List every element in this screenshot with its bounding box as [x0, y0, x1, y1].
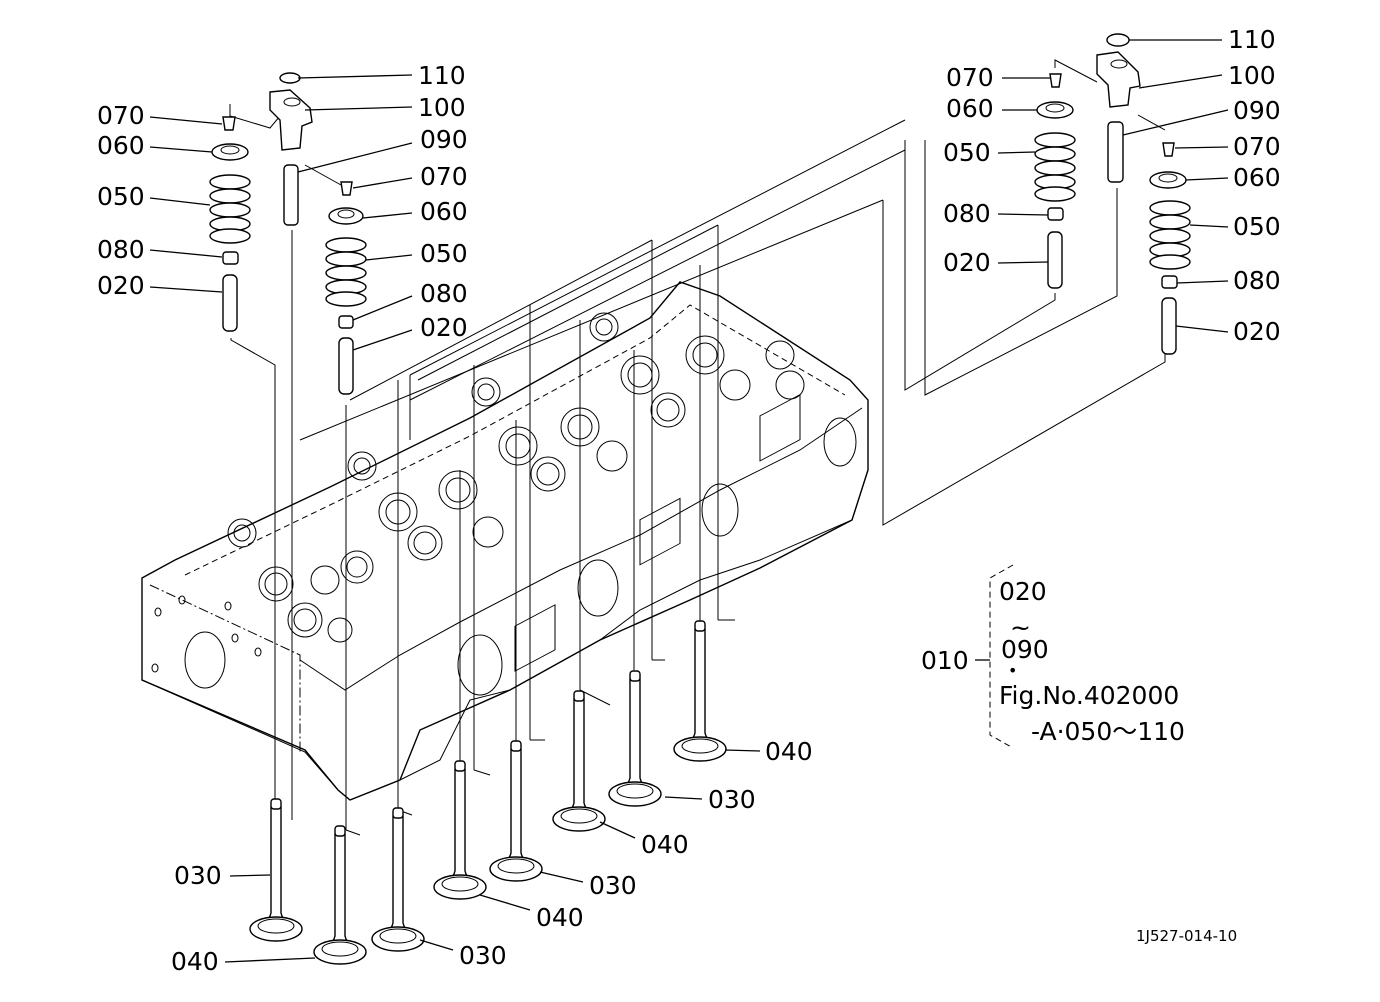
part-100-valve-bridge — [269, 89, 313, 151]
callout-label-060: 060 — [420, 197, 468, 226]
valve — [673, 620, 727, 762]
valve — [313, 825, 367, 965]
callout-label-050: 050 — [943, 138, 991, 167]
callout-label-020: 020 — [1233, 317, 1281, 346]
callout-label-070: 070 — [1233, 132, 1281, 161]
callout-label-020: 020 — [420, 313, 468, 342]
callout-label-080: 080 — [97, 235, 145, 264]
assembly-range-end: 090 — [1001, 635, 1049, 664]
callout-label-070: 070 — [97, 101, 145, 130]
assembly-bullet: • — [1008, 661, 1017, 680]
part-110-cap — [279, 72, 301, 84]
part-090-rod — [283, 164, 299, 226]
callout-label-020: 020 — [97, 271, 145, 300]
part-070-collet — [222, 116, 236, 131]
valve — [489, 740, 543, 882]
valves — [249, 620, 727, 965]
assembly-note: 010 020 ~ 090 • Fig.No.402000 -A·050～110 — [921, 564, 1185, 749]
callout-label-100: 100 — [1228, 61, 1276, 90]
figure-reference-code: 1J527-014-10 — [1136, 927, 1237, 945]
assembly-fig-reference: Fig.No.402000 — [999, 681, 1179, 710]
callout-label-050: 050 — [97, 182, 145, 211]
valve — [371, 807, 425, 952]
valve — [552, 690, 606, 832]
callout-label-060: 060 — [1233, 163, 1281, 192]
callout-label-050: 050 — [1233, 212, 1281, 241]
callout-label-090: 090 — [1233, 96, 1281, 125]
callout-label-110: 110 — [1228, 25, 1276, 54]
callout-label-030: 030 — [589, 871, 637, 900]
callout-label-040: 040 — [171, 947, 219, 976]
cylinder-head — [141, 281, 869, 801]
callout-label-040: 040 — [641, 830, 689, 859]
callout-label-040: 040 — [536, 903, 584, 932]
valve-train-left — [209, 72, 367, 395]
valve — [608, 670, 662, 807]
callout-label-100: 100 — [418, 93, 466, 122]
callout-label-030: 030 — [708, 785, 756, 814]
callout-label-090: 090 — [420, 125, 468, 154]
part-050-spring — [209, 174, 251, 244]
callout-label-060: 060 — [97, 131, 145, 160]
callout-label-080: 080 — [1233, 266, 1281, 295]
leader-lines — [149, 39, 1229, 963]
callout-label-080: 080 — [943, 199, 991, 228]
assembly-range-symbol: ~ — [1010, 613, 1031, 642]
callout-label-030: 030 — [459, 941, 507, 970]
assembly-sub-reference: -A·050～110 — [1031, 717, 1185, 746]
callout-label-040: 040 — [765, 737, 813, 766]
valve — [433, 760, 487, 900]
part-080-seal — [222, 251, 239, 265]
valve — [249, 798, 303, 942]
assembly-range-start: 020 — [999, 577, 1047, 606]
part-020-guide — [222, 274, 238, 332]
callout-label-030: 030 — [174, 861, 222, 890]
assembly-parent-part-number: 010 — [921, 646, 969, 675]
callout-label-060: 060 — [946, 94, 994, 123]
callout-label-070: 070 — [946, 63, 994, 92]
callout-label-070: 070 — [420, 162, 468, 191]
callout-label-020: 020 — [943, 248, 991, 277]
callout-label-080: 080 — [420, 279, 468, 308]
valve-train-right — [1034, 33, 1191, 355]
callout-label-110: 110 — [418, 61, 466, 90]
callout-label-050: 050 — [420, 239, 468, 268]
